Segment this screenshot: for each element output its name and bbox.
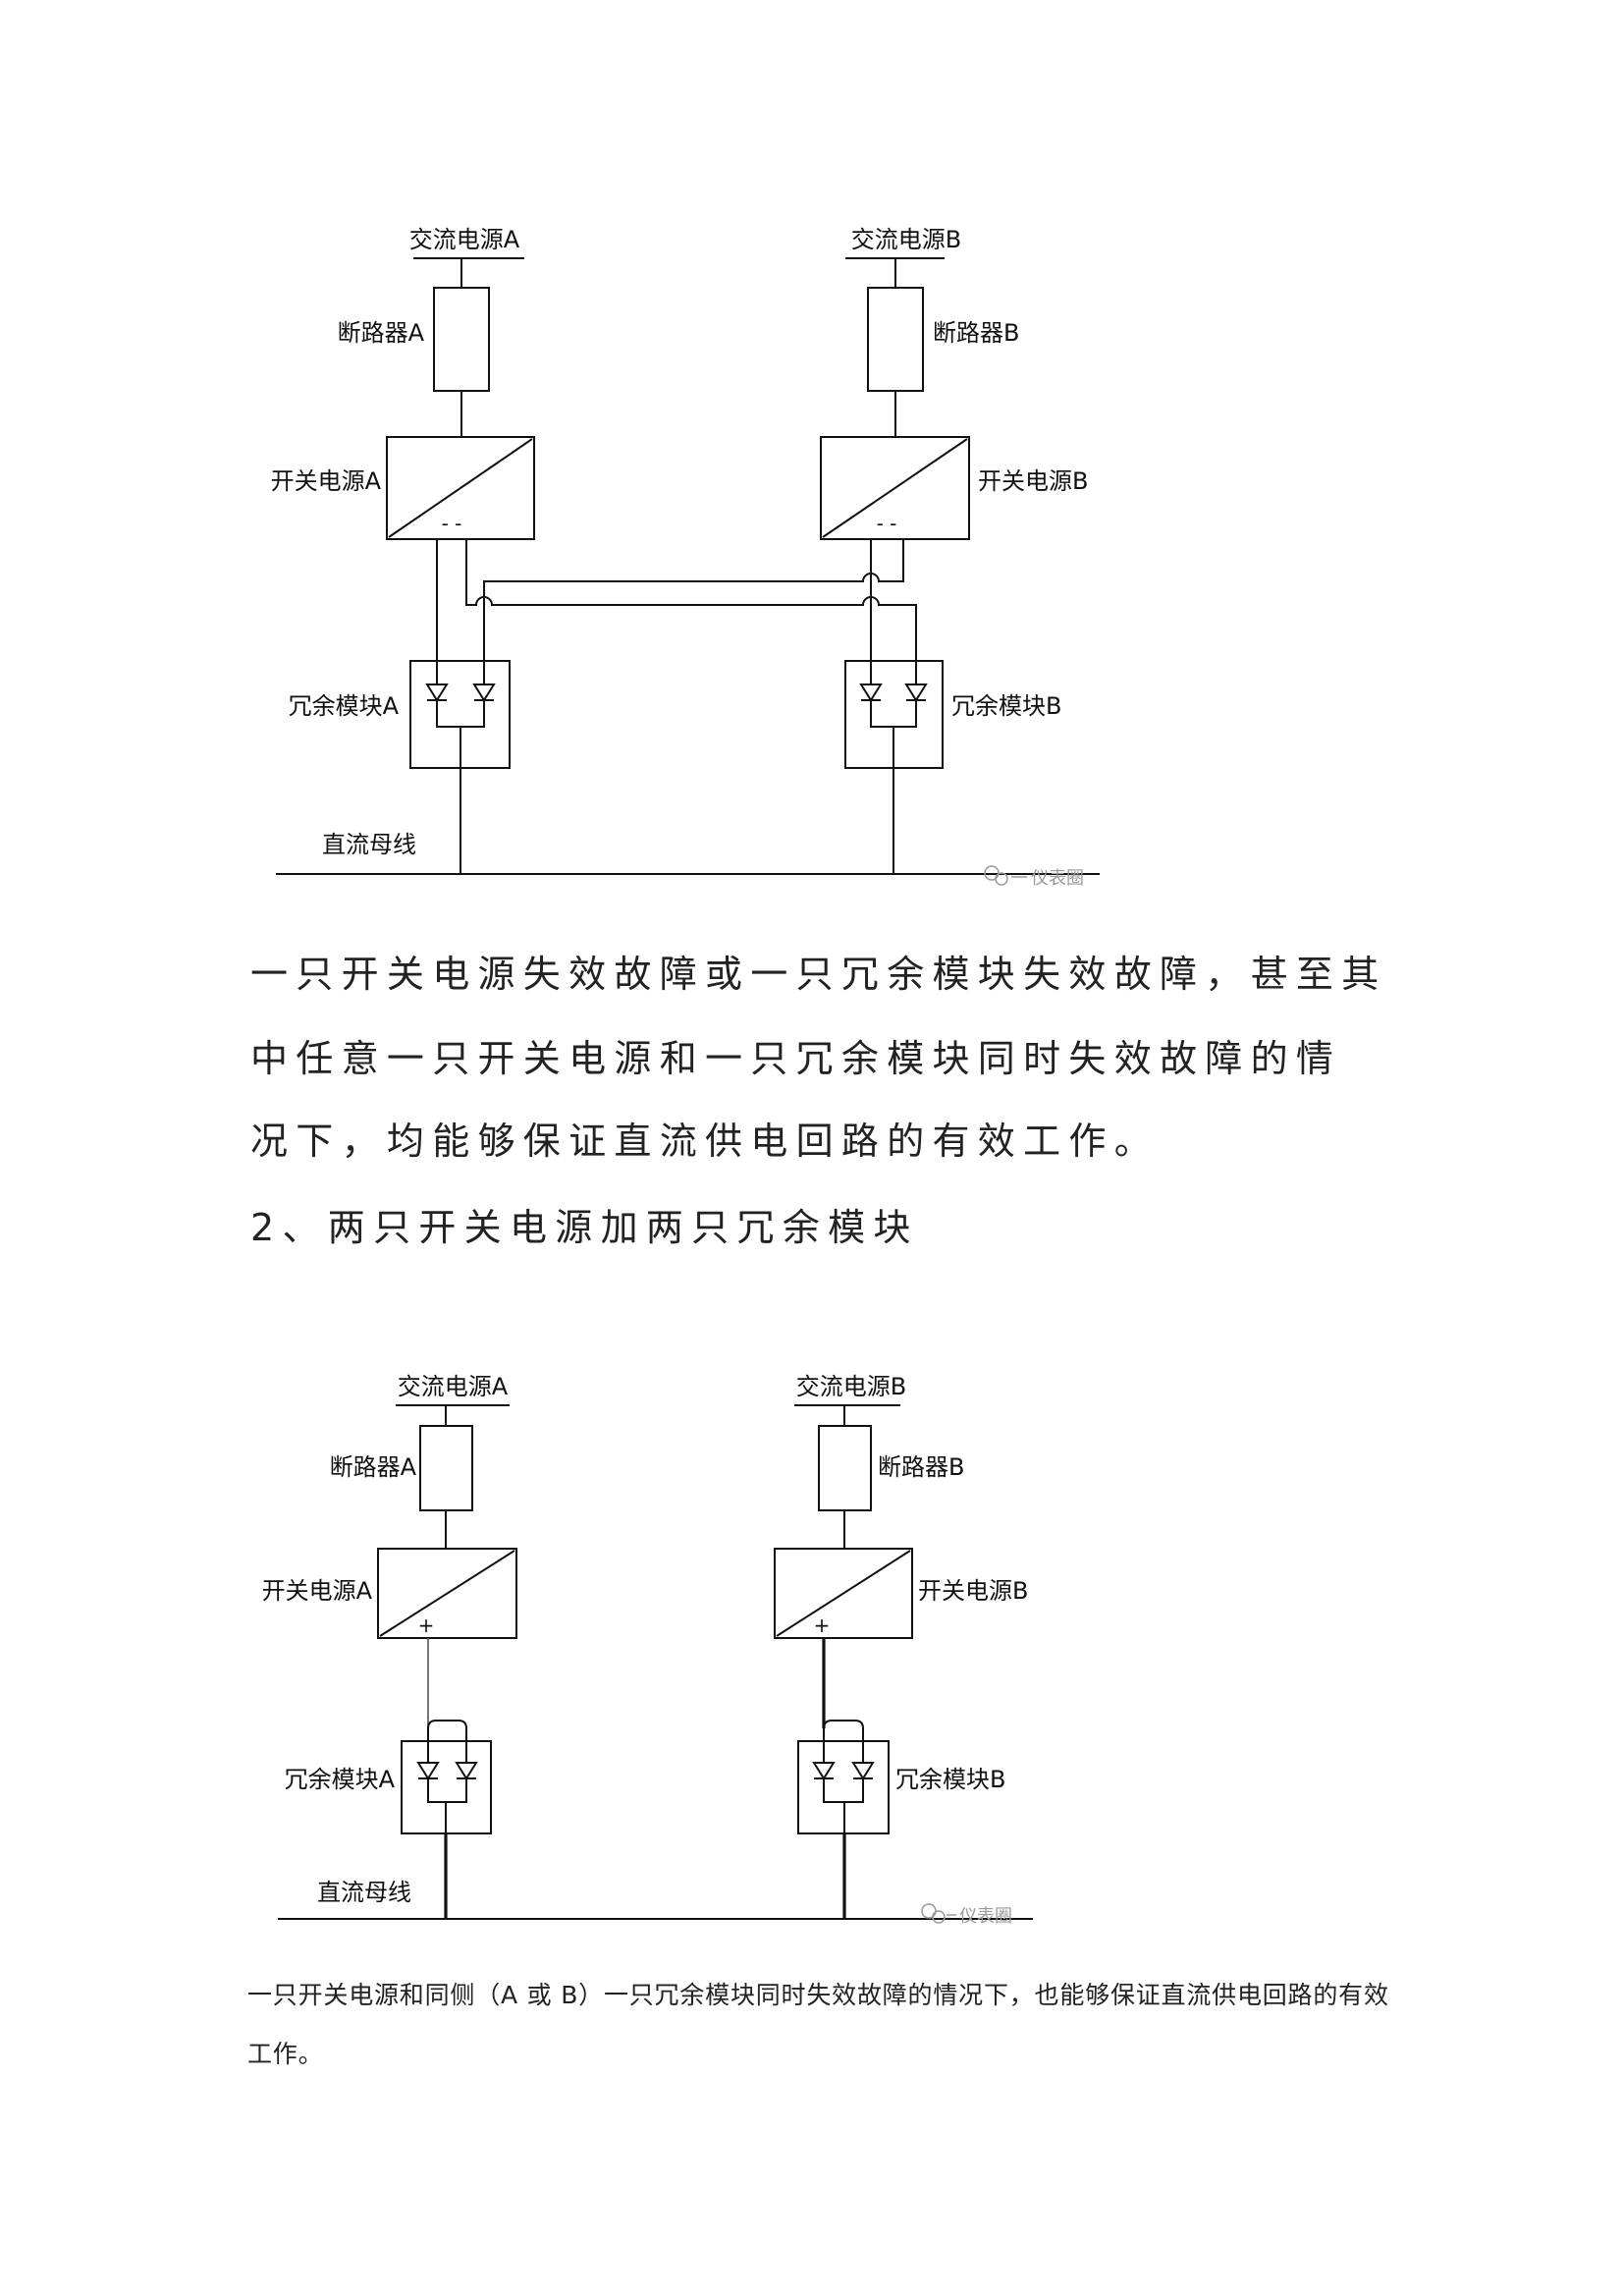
chat-icon (921, 1903, 946, 1924)
wire-psu-b-to-module-a (483, 539, 904, 661)
diagram-same-side-redundant: 交流电源A 断路器A + 开关电源A 冗余模块A 交流电源B 断路器B + 开关… (262, 1373, 1033, 1927)
psu-a-box (377, 1548, 517, 1639)
diode-pair-a (416, 1741, 478, 1833)
psu-b-terminal: + (814, 1613, 831, 1637)
branch-b: 交流电源B 断路器B + 开关电源B 冗余模块B (774, 1373, 1028, 1919)
psu-a-diagonal (379, 1550, 515, 1637)
watermark-text: 仪表圈 (1031, 868, 1084, 889)
module-b-input-bracket (823, 1720, 864, 1741)
psu-a-label: 开关电源A (262, 1577, 373, 1605)
breaker-a-label: 断路器A (338, 319, 425, 347)
paragraph-line-3: 况下，均能够保证直流供电回路的有效工作。 (250, 1120, 1161, 1163)
diode-pair-b (812, 1741, 875, 1833)
breaker-b-box (867, 287, 924, 392)
diode-pair-a (425, 661, 496, 768)
diode-pair-b (859, 661, 928, 768)
psu-a-terminals: - - (442, 512, 462, 535)
caption-line-2: 工作。 (247, 2040, 324, 2068)
watermark: 仪表圈 (984, 865, 1084, 889)
psu-b-label: 开关电源B (978, 467, 1088, 495)
diagram-cross-redundant: 交流电源A 断路器A - - 开关电源A 冗余模块A 交流电源B 断路器B - … (271, 226, 1100, 889)
psu-b-box (774, 1548, 913, 1639)
psu-b-box (820, 436, 970, 540)
redundancy-module-b-label: 冗余模块B (895, 1766, 1005, 1793)
branch-a: 交流电源A 断路器A + 开关电源A 冗余模块A (262, 1373, 517, 1919)
ac-source-b-label: 交流电源B (796, 1373, 906, 1400)
psu-b-diagonal (776, 1550, 911, 1637)
wire-psu-a-to-module-b (465, 539, 917, 661)
breaker-b-box (818, 1425, 872, 1511)
redundancy-module-a-label: 冗余模块A (289, 692, 400, 720)
psu-a-label: 开关电源A (271, 467, 382, 495)
psu-a-diagonal (388, 438, 533, 538)
breaker-a-box (419, 1425, 473, 1511)
section-heading: 2、两只开关电源加两只冗余模块 (250, 1206, 919, 1249)
psu-b-label: 开关电源B (918, 1577, 1028, 1605)
breaker-a-box (433, 287, 490, 392)
psu-b-terminals: - - (877, 512, 897, 535)
watermark: 仪表圈 (921, 1903, 1012, 1927)
psu-a-box (386, 436, 535, 540)
watermark-text: 仪表圈 (959, 1906, 1012, 1927)
breaker-b-label: 断路器B (878, 1453, 964, 1481)
caption-line-1: 一只开关电源和同侧（A 或 B）一只冗余模块同时失效故障的情况下，也能够保证直流… (247, 1981, 1389, 2009)
paragraph-line-1: 一只开关电源失效故障或一只冗余模块失效故障，甚至其 (250, 953, 1387, 996)
dc-bus-label: 直流母线 (322, 831, 416, 858)
psu-b-diagonal (822, 438, 968, 538)
chat-icon (984, 865, 1008, 886)
dc-bus-label: 直流母线 (317, 1879, 411, 1906)
ac-source-b-label: 交流电源B (851, 226, 961, 253)
breaker-a-label: 断路器A (330, 1453, 417, 1481)
ac-source-a-label: 交流电源A (409, 226, 520, 253)
psu-a-terminal: + (418, 1613, 435, 1637)
branch-a: 交流电源A 断路器A - - 开关电源A 冗余模块A (271, 226, 917, 874)
redundancy-module-b-label: 冗余模块B (951, 692, 1061, 720)
paragraph-line-2: 中任意一只开关电源和一只冗余模块同时失效故障的情 (250, 1037, 1342, 1080)
breaker-b-label: 断路器B (933, 319, 1019, 347)
ac-source-a-label: 交流电源A (398, 1373, 509, 1400)
module-a-input-bracket (427, 1720, 467, 1741)
redundancy-module-a-label: 冗余模块A (285, 1766, 396, 1793)
branch-b: 交流电源B 断路器B - - 开关电源B 冗余模块B (483, 226, 1088, 874)
